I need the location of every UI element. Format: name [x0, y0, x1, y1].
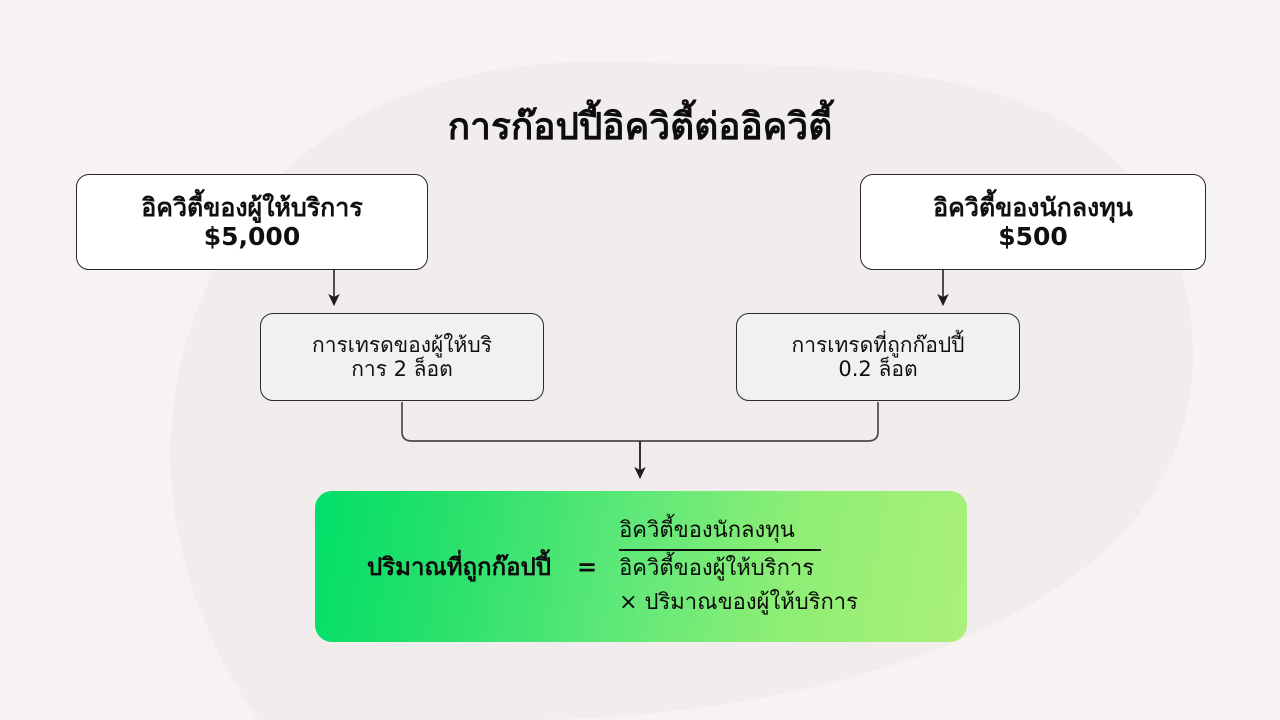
formula-multiplier: × ปริมาณของผู้ให้บริการ [619, 589, 858, 615]
node-copied-trade-line2: 0.2 ล็อต [838, 357, 918, 381]
node-provider-equity: อิควิตี้ของผู้ให้บริการ $5,000 [76, 174, 428, 270]
formula-panel: ปริมาณที่ถูกก๊อปปี้ = อิควิตี้ของนักลงทุ… [315, 491, 967, 642]
fraction-bar [619, 549, 822, 552]
node-copied-trade-line1: การเทรดที่ถูกก๊อปปี้ [791, 332, 965, 357]
node-provider-trade-line1: การเทรดของผู้ให้บริ [312, 332, 492, 357]
formula-label: ปริมาณที่ถูกก๊อปปี้ [367, 553, 551, 581]
node-investor-equity-label: อิควิตี้ของนักลงทุน [933, 193, 1133, 222]
node-investor-equity-value: $500 [998, 222, 1068, 251]
node-provider-trade-line2: การ 2 ล็อต [351, 357, 453, 381]
formula-fraction: อิควิตี้ของนักลงทุน อิควิตี้ของผู้ให้บริ… [619, 516, 858, 617]
page-title: การก๊อปปี้อิควิตี้ต่ออิควิตี้ [447, 105, 833, 148]
node-provider-equity-label: อิควิตี้ของผู้ให้บริการ [141, 193, 363, 222]
formula-equals-sign: = [576, 552, 598, 581]
formula-denominator: อิควิตี้ของผู้ให้บริการ [619, 556, 815, 582]
node-investor-equity: อิควิตี้ของนักลงทุน $500 [860, 174, 1206, 270]
bracket-join-connector [401, 402, 879, 442]
node-provider-trade: การเทรดของผู้ให้บริ การ 2 ล็อต [260, 313, 544, 401]
node-provider-equity-value: $5,000 [203, 222, 301, 251]
formula-numerator: อิควิตี้ของนักลงทุน [619, 518, 795, 544]
node-copied-trade: การเทรดที่ถูกก๊อปปี้ 0.2 ล็อต [736, 313, 1020, 401]
